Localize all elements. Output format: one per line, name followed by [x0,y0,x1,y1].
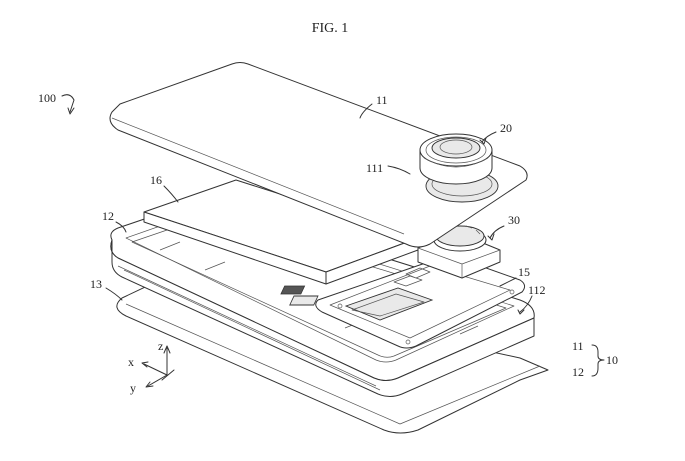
axis-z-label: z [158,339,163,353]
axes-indicator: z x y [128,339,175,395]
label-100: 100 [38,91,56,105]
label-30: 30 [508,213,520,227]
label-16: 16 [150,173,162,187]
label-15: 15 [518,265,530,279]
label-11: 11 [376,93,388,107]
label-brace-11: 11 [572,339,584,353]
label-13: 13 [90,277,102,291]
axis-x-label: x [128,355,134,369]
label-112: 112 [528,283,546,297]
label-12: 12 [102,209,114,223]
reference-labels: 100 11 20 111 16 30 12 15 13 112 11 12 1… [38,91,618,379]
camera-lens-20 [419,133,493,185]
axis-y-label: y [130,381,136,395]
label-20: 20 [500,121,512,135]
label-brace-12: 12 [572,365,584,379]
label-10: 10 [606,353,618,367]
leader-lines [61,94,605,377]
figure-title: FIG. 1 [312,21,349,36]
label-111: 111 [366,161,383,175]
